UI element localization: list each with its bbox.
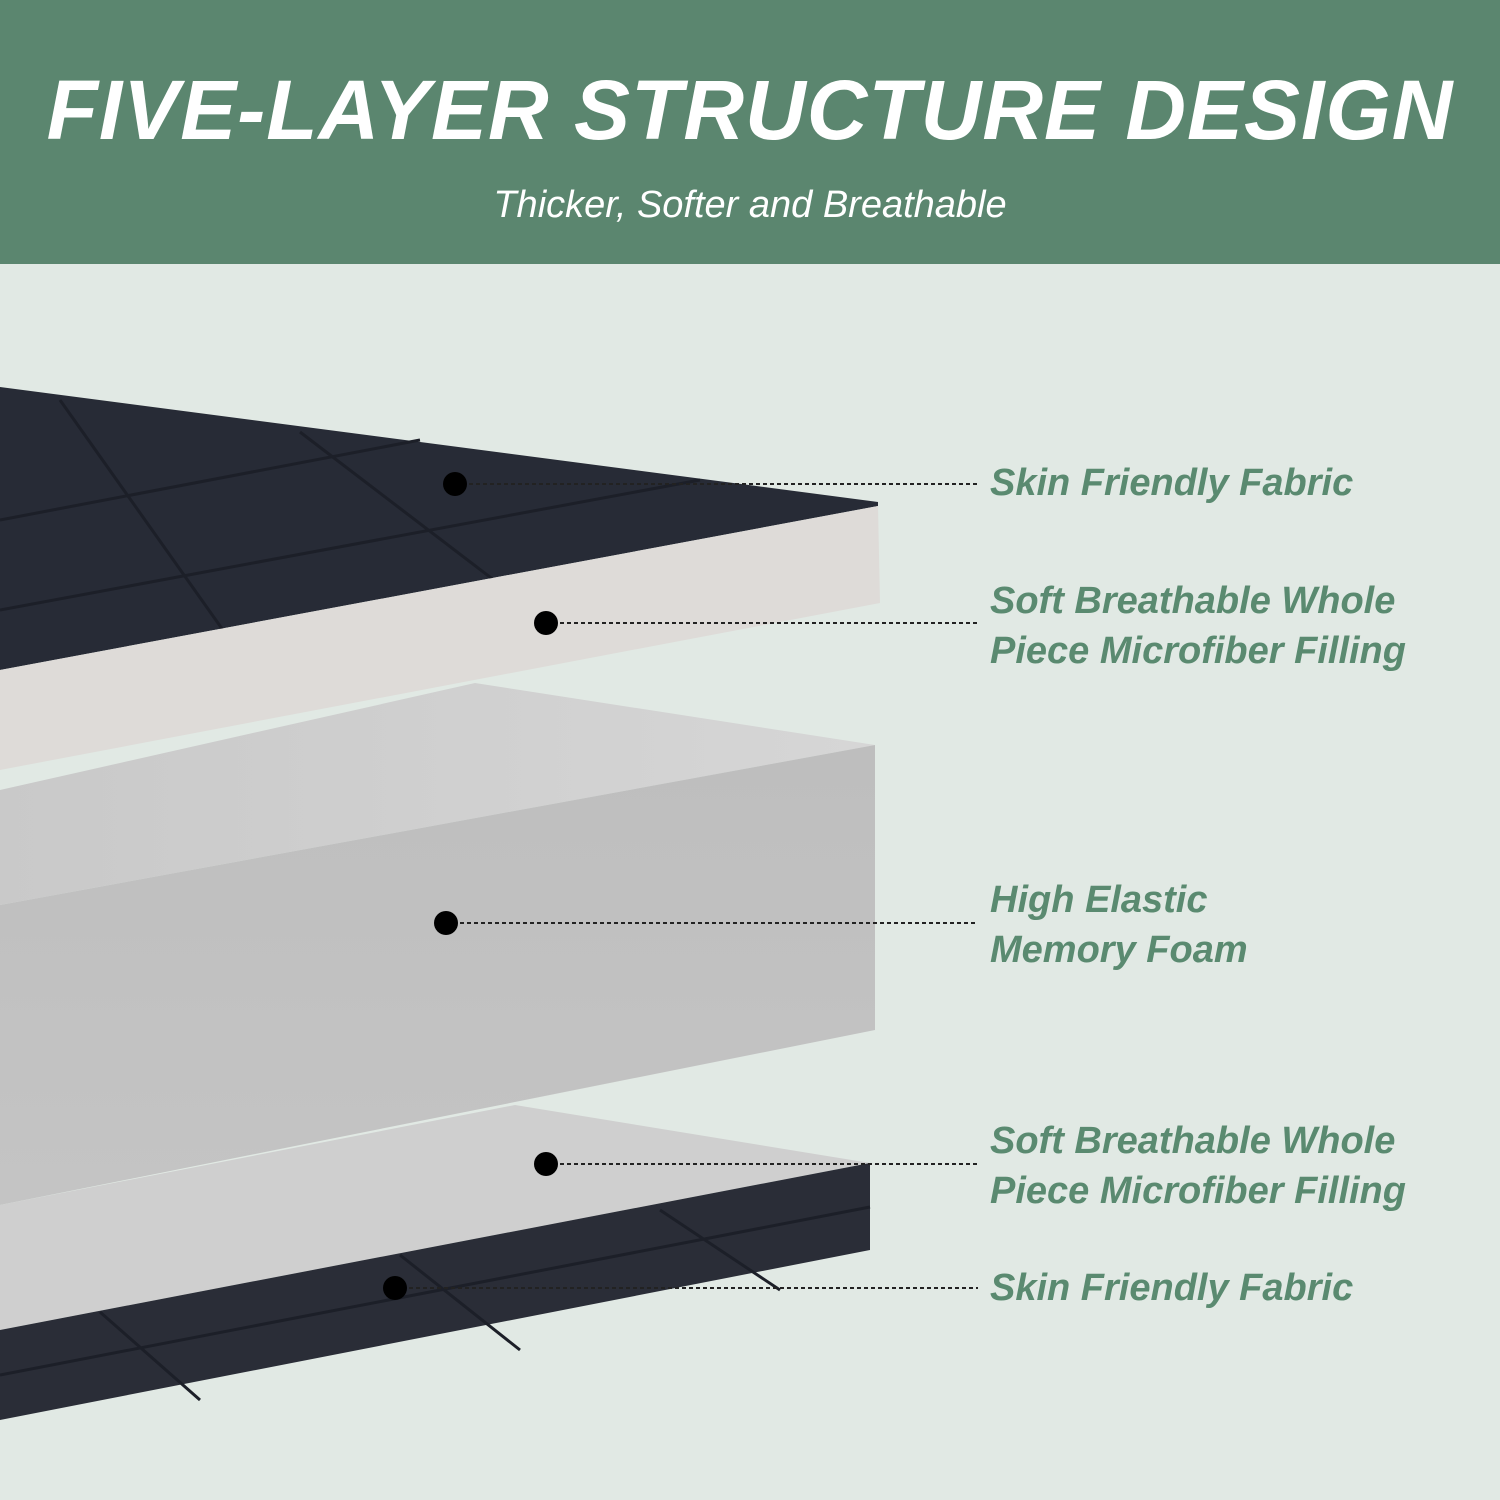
layer-label-filling-top: Soft Breathable Whole Piece Microfiber F… [990,576,1406,676]
callout-2 [534,611,978,635]
bottom-filling-layer [0,1105,870,1330]
label-line: Piece Microfiber Filling [990,1170,1406,1212]
top-fabric-layer [0,387,878,670]
bottom-fabric-layer [0,1163,871,1420]
callout-dot [534,611,558,635]
callout-dot [383,1276,407,1300]
layer-label-skin-fabric-bottom: Skin Friendly Fabric [990,1263,1353,1313]
callout-dot [434,911,458,935]
label-line: Memory Foam [990,929,1248,971]
top-filling-layer [0,506,880,770]
label-line: Soft Breathable Whole [990,1120,1396,1162]
header-banner: FIVE-LAYER STRUCTURE DESIGN Thicker, Sof… [0,0,1500,264]
label-line: Soft Breathable Whole [990,580,1396,622]
label-line: Piece Microfiber Filling [990,630,1406,672]
label-line: Skin Friendly Fabric [990,462,1354,504]
callout-dot [443,472,467,496]
page-subtitle: Thicker, Softer and Breathable [493,184,1007,226]
page-title: FIVE-LAYER STRUCTURE DESIGN [46,63,1454,157]
label-line: Skin Friendly Fabric [990,1267,1354,1309]
label-line: High Elastic [990,879,1208,921]
layer-label-memory-foam: High Elastic Memory Foam [990,875,1248,975]
layer-label-filling-bottom: Soft Breathable Whole Piece Microfiber F… [990,1116,1406,1216]
memory-foam-layer [0,683,875,1205]
callout-5 [383,1276,978,1300]
callout-3 [434,911,978,935]
callout-4 [534,1152,978,1176]
layer-label-skin-fabric-top: Skin Friendly Fabric [990,458,1353,508]
callout-dot [534,1152,558,1176]
callout-1 [443,472,978,496]
